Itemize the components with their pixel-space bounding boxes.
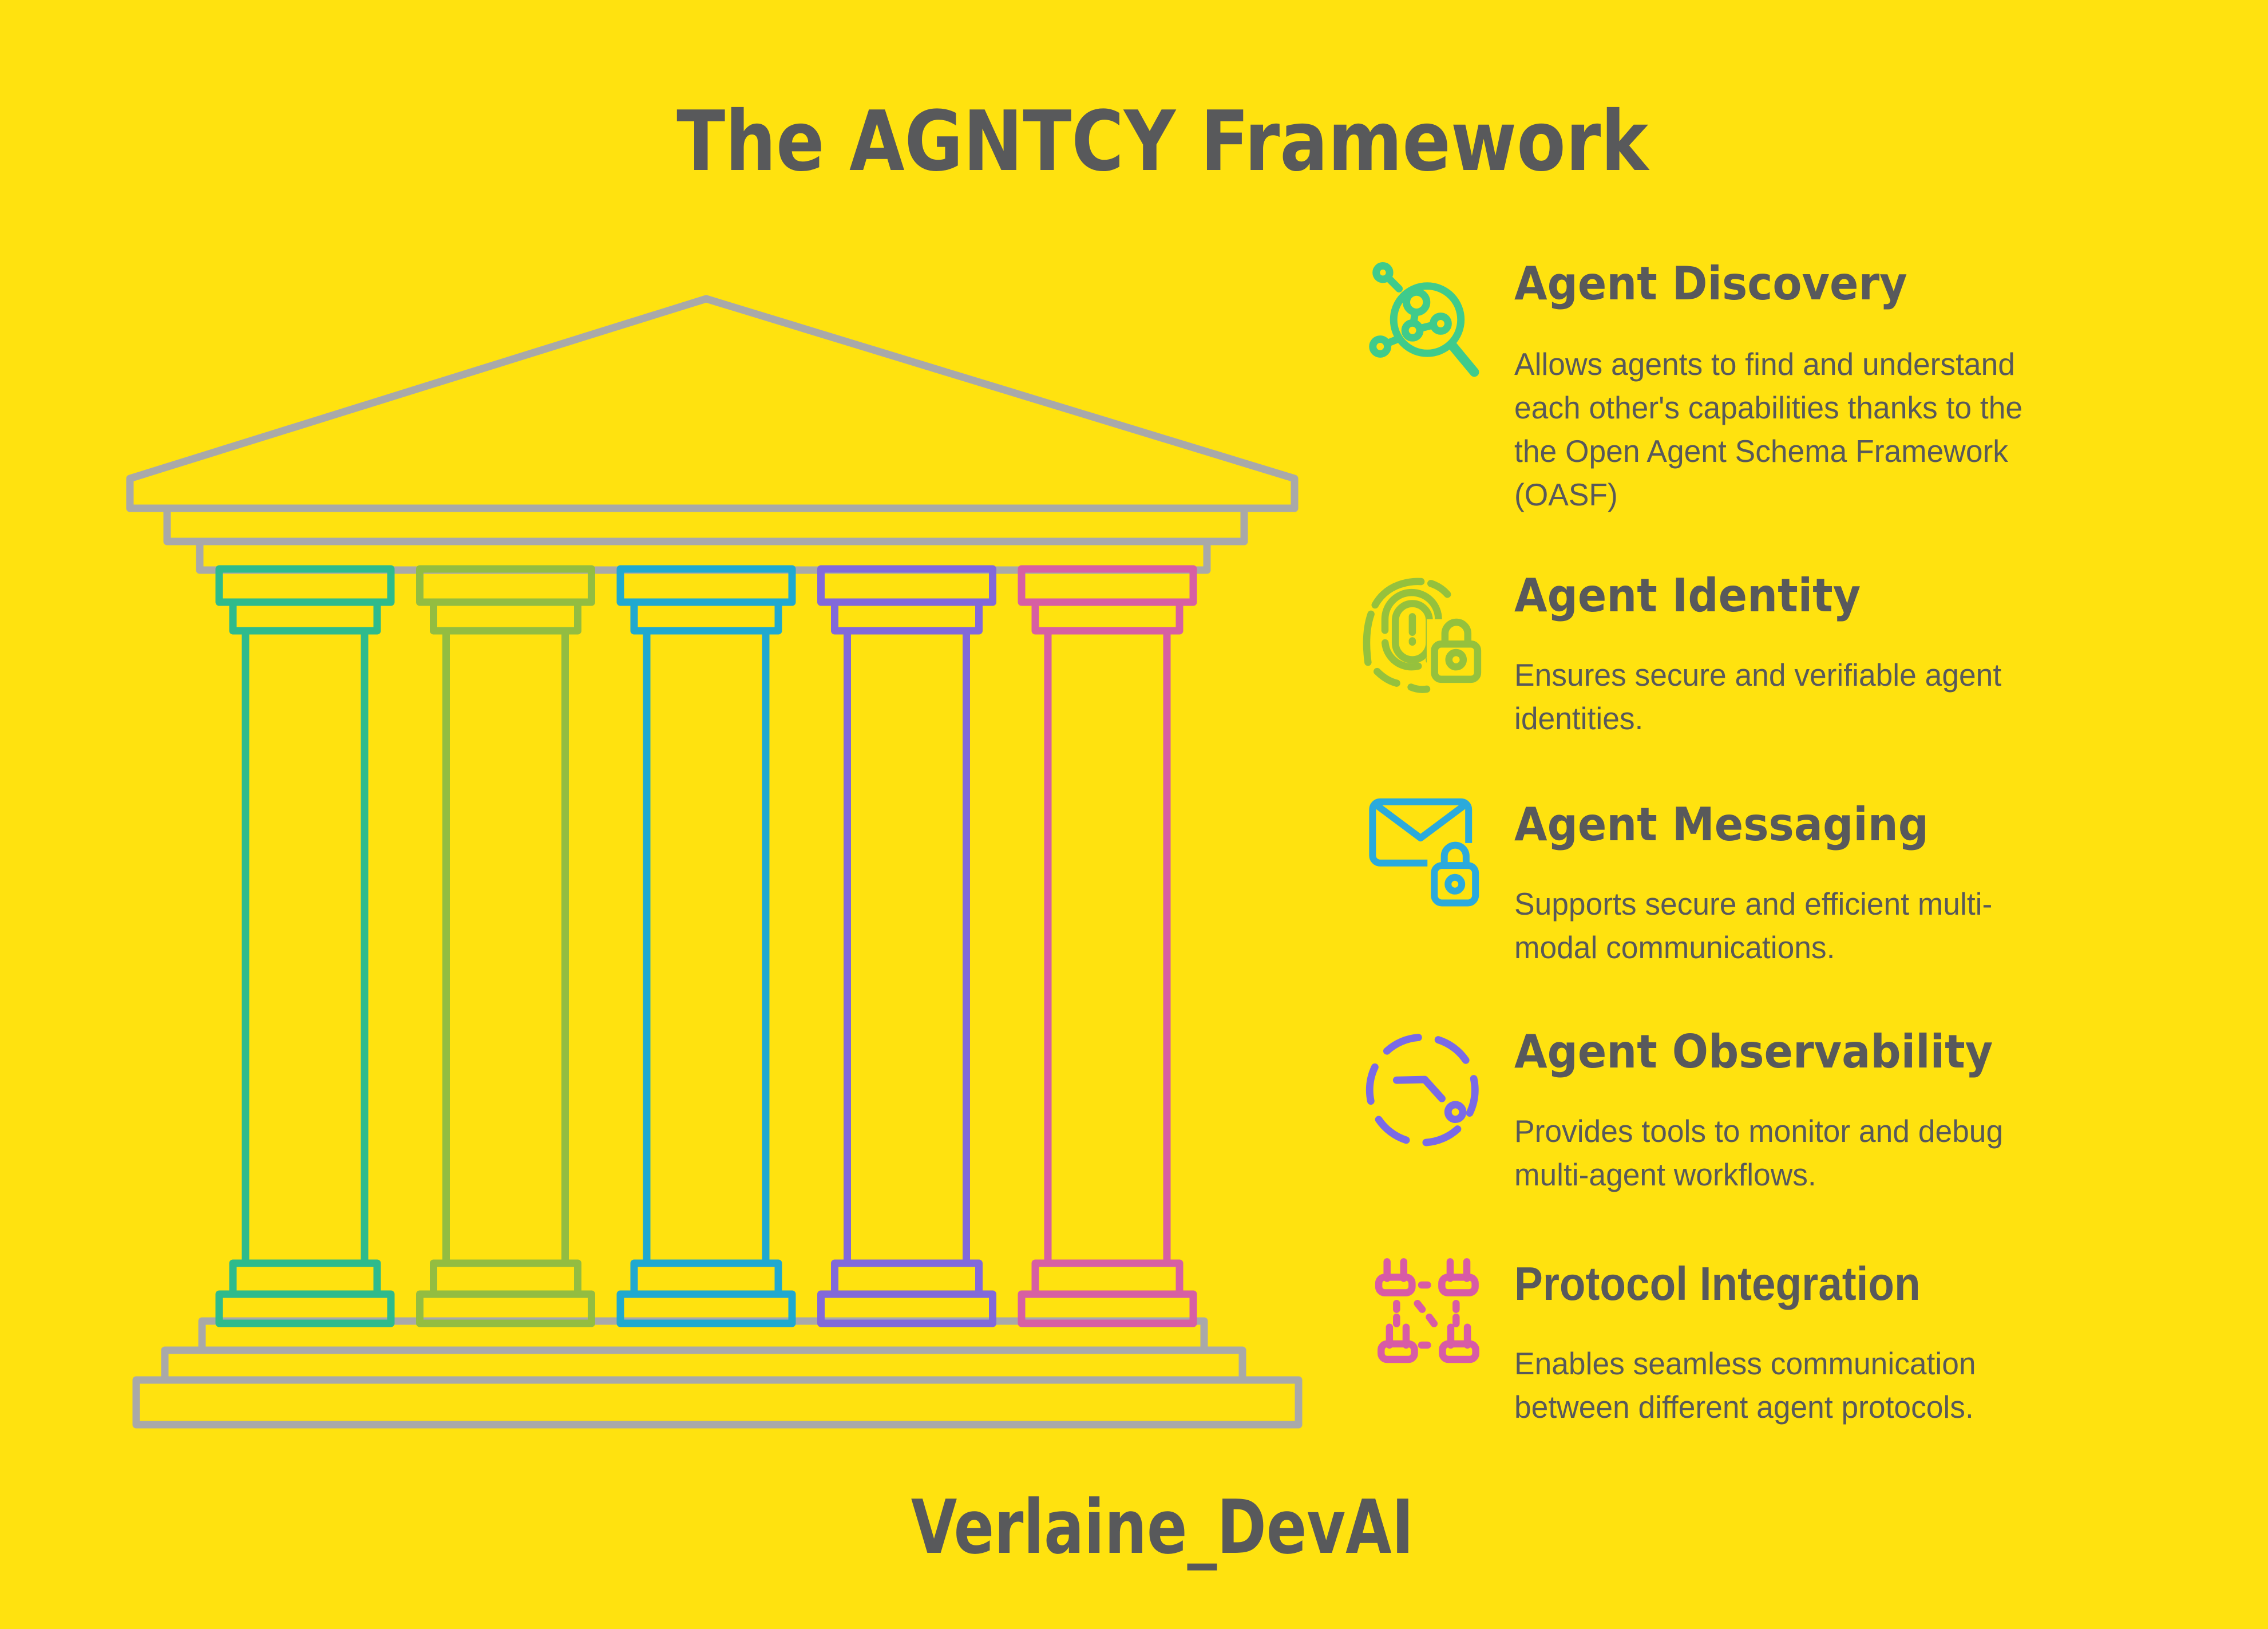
title-row: The AGNTCY Framework — [29, 96, 2268, 188]
envelope-lock-icon — [1356, 796, 1481, 920]
section-body-agent-discovery: Allows agents to find and understand eac… — [1514, 346, 2023, 512]
pillar — [1018, 565, 1197, 1327]
pediment — [126, 295, 1299, 512]
network-search-icon — [1351, 256, 1485, 391]
temple-illustration — [126, 295, 1303, 1429]
section-body-agent-messaging: Supports secure and efficient multi- mod… — [1514, 886, 1993, 965]
page-title: The AGNTCY Framework — [676, 93, 1649, 190]
footer-credit: Verlaine_DevAI — [911, 1484, 1414, 1571]
section-heading-agent-identity: Agent Identity — [1514, 569, 1861, 622]
stylobate-step-3 — [132, 1376, 1303, 1429]
pillar — [817, 565, 996, 1327]
pillar — [416, 565, 595, 1327]
section-body-protocol-integration: Enables seamless communication between d… — [1514, 1346, 1976, 1425]
section-heading-agent-discovery: Agent Discovery — [1514, 257, 1907, 310]
fingerprint-lock-icon — [1352, 568, 1483, 699]
section-body-agent-identity: Ensures secure and verifiable agent iden… — [1514, 657, 2002, 736]
footer-row: Verlaine_DevAI — [29, 1484, 2268, 1571]
section-heading-protocol-integration: Protocol Integration — [1514, 1257, 1921, 1310]
entablature-upper — [163, 504, 1248, 545]
temple-structure — [126, 295, 1303, 1429]
section-heading-agent-observability: Agent Observability — [1514, 1025, 1993, 1078]
stylobate-step-2 — [161, 1346, 1246, 1384]
pillar — [616, 565, 796, 1327]
clock-dashed-icon — [1359, 1026, 1481, 1149]
section-body-agent-observability: Provides tools to monitor and debug mult… — [1514, 1113, 2004, 1192]
plugs-network-icon — [1362, 1256, 1481, 1375]
pillar — [215, 565, 395, 1327]
section-heading-agent-messaging: Agent Messaging — [1514, 798, 1929, 851]
